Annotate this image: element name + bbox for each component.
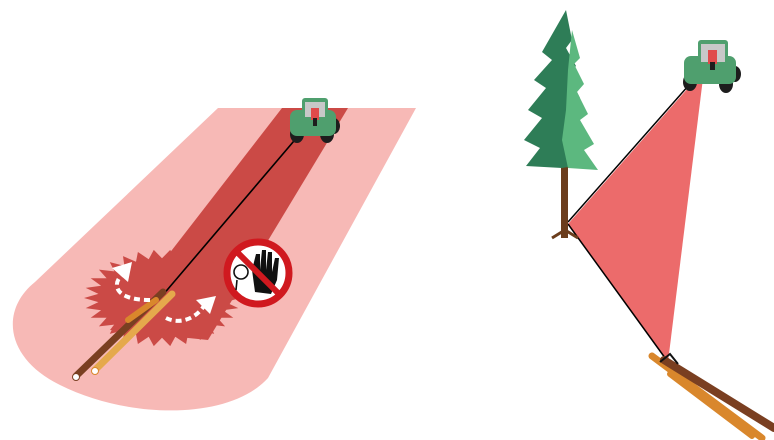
log-bundle <box>652 354 774 438</box>
tractor-icon <box>683 40 741 93</box>
no-entry-hand-sign-icon <box>224 239 292 307</box>
left-panel <box>13 98 416 410</box>
right-panel <box>524 10 774 438</box>
